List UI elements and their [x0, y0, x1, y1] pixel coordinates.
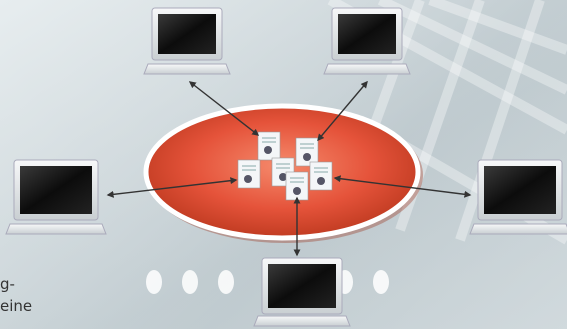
document-icon: [309, 161, 333, 191]
document-icon: [257, 131, 281, 161]
document-icon: [285, 171, 309, 201]
laptop-icon-left: [5, 159, 107, 235]
connection-arrows: [106, 80, 472, 257]
arrow-top-left: [188, 81, 260, 136]
document-icon: [295, 137, 319, 167]
laptop-icon-top-left: [143, 7, 231, 75]
laptop-icon-right: [469, 159, 567, 235]
arrow-right: [333, 175, 472, 198]
document-icon-cluster: [237, 131, 333, 201]
arrow-top-right: [317, 80, 368, 142]
caption-line-1: g-: [0, 275, 15, 293]
decorative-dots: [146, 270, 389, 294]
laptop-icon-top-right: [323, 7, 411, 75]
document-icon: [237, 159, 261, 189]
caption-line-2: eine: [0, 297, 33, 315]
laptop-icon-bottom: [253, 257, 351, 327]
arrow-left: [106, 177, 238, 198]
